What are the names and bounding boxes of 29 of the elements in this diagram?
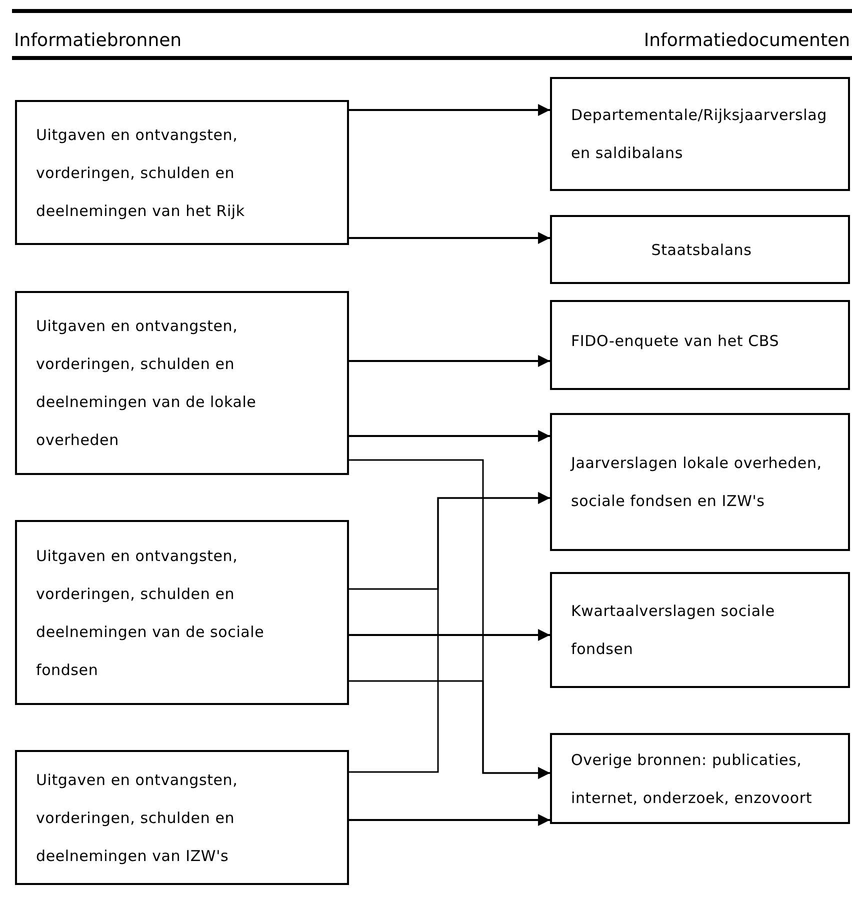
process-box	[550, 77, 850, 191]
arrow	[349, 232, 550, 244]
box-text: Staatsbalans	[651, 240, 752, 260]
arrow	[349, 680, 550, 779]
process-box	[550, 413, 850, 551]
process-box	[550, 300, 850, 390]
arrow	[349, 104, 550, 116]
box-text: Uitgaven en ontvangsten, vorderingen, schulden en deelnemingen van het Rijk	[36, 124, 246, 222]
arrow	[349, 814, 550, 826]
arrow	[349, 355, 550, 367]
box-text: Overige bronnen: publicaties, internet, onderzoek, enzovoort	[571, 750, 814, 808]
box-text: FIDO-enquete van het CBS	[571, 331, 780, 352]
process-box	[550, 215, 850, 284]
box-text: Kwartaalverslagen sociale fondsen	[571, 601, 776, 660]
box-text: Uitgaven en ontvangsten, vorderingen, schulden en deelnemingen van de sociale fondsen	[36, 546, 266, 680]
process-box	[15, 520, 349, 705]
process-box	[550, 733, 850, 824]
box-text: Departementale/Rijksjaarverslag en saldibalans	[571, 105, 828, 164]
column-heading: Informatiedocumenten	[644, 30, 850, 52]
box-text: Uitgaven en ontvangsten, vorderingen, schulden en deelnemingen van IZW's	[36, 770, 239, 866]
box-text: Uitgaven en ontvangsten, vorderingen, schulden en deelnemingen van de lokale overheden	[36, 316, 258, 451]
column-heading: Informatiebronnen	[14, 30, 182, 52]
box-text: Jaarverslagen lokale overheden, sociale fondsen en IZW's	[571, 453, 823, 512]
process-box	[15, 100, 349, 245]
arrow	[349, 629, 550, 641]
process-box	[550, 572, 850, 688]
arrow	[349, 430, 550, 442]
process-box	[15, 291, 349, 475]
process-box	[15, 750, 349, 885]
